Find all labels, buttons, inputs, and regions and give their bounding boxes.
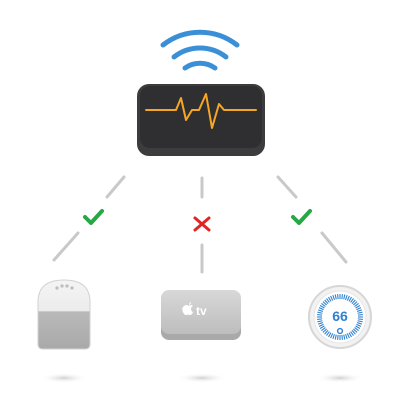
apple-logo-icon xyxy=(182,302,193,315)
thermostat-tick xyxy=(317,311,323,314)
connector-left-lower xyxy=(52,231,80,262)
thermostat-tick xyxy=(319,305,325,309)
thermostat-tick xyxy=(317,322,324,325)
apple-tv-shadow xyxy=(176,373,228,383)
thermostat-tick xyxy=(354,303,359,307)
thermostat-tick xyxy=(357,318,363,320)
heartbeat-pulse-icon xyxy=(145,93,257,129)
thermostat-tick xyxy=(332,294,335,301)
thermostat-tick xyxy=(332,333,335,340)
thermostat-tick xyxy=(345,333,348,340)
checkmark-icon xyxy=(291,209,312,225)
thermostat-tick xyxy=(317,318,323,320)
thermostat-tick xyxy=(330,295,334,301)
thermostat-tick xyxy=(326,298,330,303)
thermostat-tick xyxy=(351,299,356,304)
speaker-body xyxy=(37,279,91,350)
thermostat-tick xyxy=(357,320,363,323)
thermostat-tick xyxy=(356,309,363,312)
hub-top xyxy=(140,86,262,148)
thermostat-tick xyxy=(341,294,343,300)
thermostat-tick xyxy=(348,296,352,302)
thermostat-face xyxy=(313,290,367,344)
apple-tv-top xyxy=(161,290,241,334)
connector-left-upper xyxy=(105,175,126,199)
thermostat-tick xyxy=(337,294,339,300)
thermostat-tick xyxy=(357,311,363,314)
thermostat-tick xyxy=(334,334,337,340)
thermostat-tick xyxy=(326,331,330,336)
wifi-arc-inner xyxy=(182,60,218,71)
thermostat-tick xyxy=(324,330,329,335)
thermostat-indicator-dot xyxy=(336,327,344,335)
thermostat-tick xyxy=(317,314,323,316)
thermostat-tick xyxy=(353,328,358,333)
thermostat-tick xyxy=(318,307,324,311)
connector-right-lower xyxy=(320,231,348,264)
thermostat-tick xyxy=(317,309,324,312)
thermostat-tick xyxy=(356,323,362,327)
thermostat-tick xyxy=(324,299,329,304)
cross-icon xyxy=(193,216,211,232)
thermostat-tick xyxy=(337,334,339,340)
thermostat-tick xyxy=(322,301,327,306)
wifi-arc-middle xyxy=(171,45,229,60)
thermostat-icon: 66 xyxy=(308,285,372,383)
thermostat-tick xyxy=(356,307,362,311)
thermostat-tick xyxy=(357,314,363,316)
hub-device xyxy=(137,84,265,156)
thermostat-tick-ring xyxy=(317,294,363,340)
checkmark-icon xyxy=(83,209,104,225)
thermostat-tick xyxy=(343,334,346,340)
thermostat-tick xyxy=(317,320,323,323)
thermostat-tick xyxy=(334,294,337,300)
wifi-icon xyxy=(160,29,240,71)
thermostat-tick xyxy=(321,303,326,307)
thermostat-tick xyxy=(341,334,343,340)
thermostat-tick xyxy=(350,298,354,303)
thermostat-tick xyxy=(322,328,327,333)
apple-tv-icon: tv xyxy=(161,290,241,383)
thermostat-tick xyxy=(351,330,356,335)
thermostat-reading: 66 xyxy=(332,308,348,324)
thermostat-tick xyxy=(328,296,332,302)
wifi-arc-outer xyxy=(160,29,240,48)
connector-right-upper xyxy=(276,175,298,199)
thermostat-tick xyxy=(350,331,354,336)
thermostat-tick xyxy=(319,325,325,329)
thermostat-tick xyxy=(353,301,358,306)
thermostat-tick xyxy=(330,333,334,339)
thermostat-tick xyxy=(355,325,361,329)
connectors xyxy=(52,175,348,274)
thermostat-tick xyxy=(345,294,348,301)
smart-speaker-icon xyxy=(37,279,91,383)
thermostat-tick xyxy=(346,333,350,339)
thermostat-tick xyxy=(343,294,346,300)
speaker-shadow xyxy=(40,373,88,383)
thermostat-tick xyxy=(328,332,332,338)
thermostat-tick xyxy=(321,327,326,331)
thermostat-tick xyxy=(356,322,363,325)
thermostat-tick xyxy=(318,323,324,327)
thermostat-tick xyxy=(355,305,361,309)
apple-tv-label: tv xyxy=(196,304,207,318)
thermostat-tick xyxy=(348,332,352,338)
thermostat-shadow xyxy=(316,373,364,383)
thermostat-tick xyxy=(354,327,359,331)
thermostat-tick xyxy=(346,295,350,301)
